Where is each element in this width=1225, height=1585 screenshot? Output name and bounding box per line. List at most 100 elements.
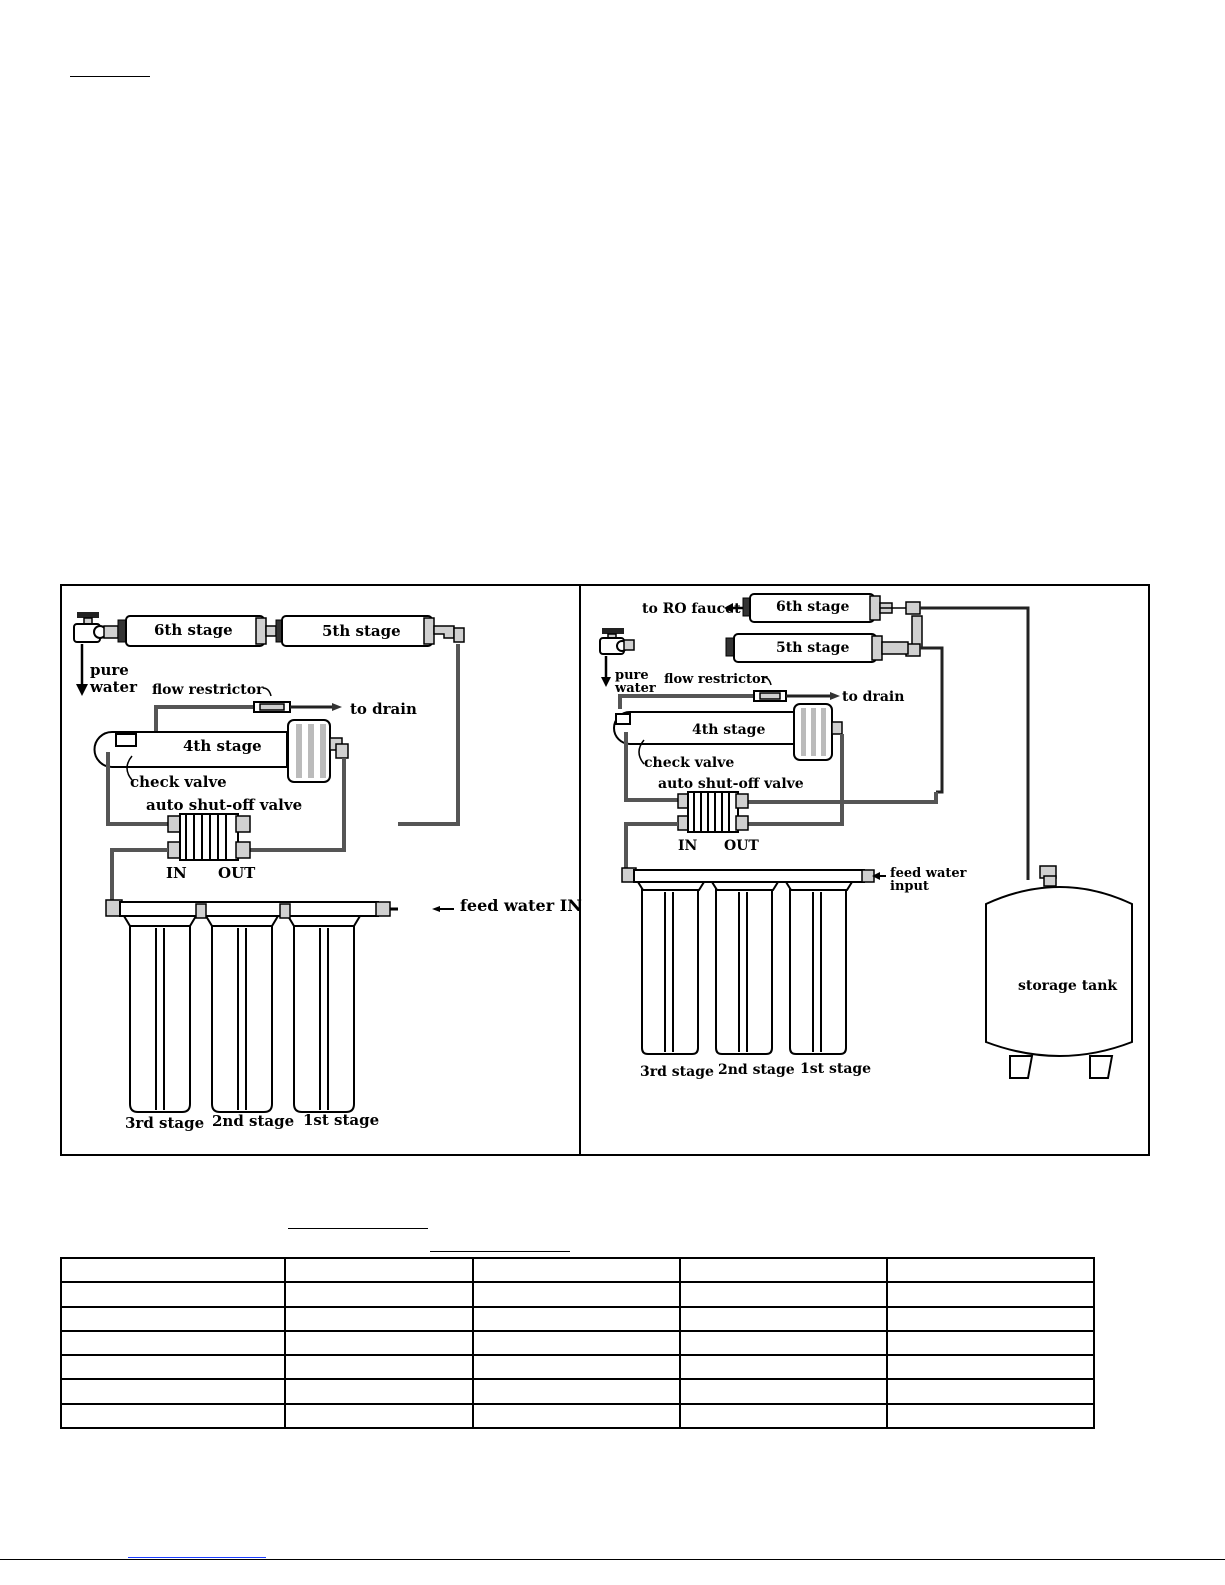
table-row	[60, 1402, 1095, 1430]
left-stage5-label: 5th stage	[322, 622, 401, 640]
table-cell	[284, 1305, 474, 1332]
footer-link-underline[interactable]	[128, 1557, 266, 1558]
left-pure-label: pure	[90, 661, 129, 679]
right-water-label: water	[614, 681, 656, 696]
left-stage5-cartridge	[275, 615, 465, 647]
table-cell	[60, 1378, 286, 1405]
left-pipe-check-to-valve	[106, 752, 168, 826]
heading-underline	[70, 76, 150, 77]
right-flow-restrictor-pointer	[762, 676, 772, 686]
right-prefilter-block	[621, 867, 875, 1055]
table-row	[60, 1256, 1095, 1284]
left-feed-water-arrow	[432, 906, 454, 912]
right-storage-tank-label: storage tank	[1018, 978, 1117, 994]
ro-system-diagrams: pure water 6th stage 5th stage	[60, 584, 1150, 1156]
left-stage6-cartridge	[117, 615, 277, 647]
caption-underline-1	[288, 1228, 428, 1229]
table-cell	[284, 1378, 474, 1405]
left-flow-restrictor-label: flow restrictor	[152, 682, 264, 698]
right-stage1-label: 1st stage	[800, 1061, 871, 1077]
right-feed-water-arrow	[872, 872, 886, 880]
right-stage6-label: 6th stage	[776, 599, 849, 615]
left-water-label: water	[89, 678, 138, 696]
table-cell	[886, 1281, 1095, 1308]
table-row	[60, 1305, 1095, 1332]
left-stage4-housing	[93, 719, 349, 783]
table-cell	[472, 1378, 681, 1405]
left-flow-restrictor	[154, 701, 342, 732]
right-pipe-valve-to-3rd	[624, 822, 678, 870]
parts-table	[60, 1256, 1095, 1430]
table-cell	[886, 1329, 1095, 1357]
table-row	[60, 1354, 1095, 1381]
table-cell	[679, 1378, 888, 1405]
caption-underline-2	[430, 1251, 570, 1252]
right-check-valve-label: check valve	[644, 755, 734, 771]
right-to-ro-faucet-label: to RO faucet	[642, 601, 741, 617]
table-cell	[284, 1281, 474, 1308]
right-pure-water-arrow	[601, 656, 611, 687]
right-stage2-label: 2nd stage	[718, 1062, 795, 1078]
table-cell	[60, 1305, 286, 1332]
right-to-drain-label: to drain	[842, 689, 904, 705]
left-check-valve-label: check valve	[130, 773, 227, 791]
left-stage3-label: 3rd stage	[125, 1114, 204, 1132]
left-pipe-4th-out	[236, 758, 346, 852]
table-cell	[679, 1329, 888, 1357]
footer-rule	[0, 1559, 1225, 1560]
table-cell	[60, 1354, 286, 1381]
right-flow-restrictor-label: flow restrictor	[664, 672, 768, 687]
left-faucet-icon	[73, 612, 119, 643]
right-feed-water-label-1: feed water	[890, 866, 967, 881]
table-cell	[886, 1378, 1095, 1405]
left-to-drain-label: to drain	[350, 700, 417, 718]
right-check-valve-pointer	[638, 739, 645, 765]
left-prefilter-block	[105, 899, 398, 1113]
table-cell	[60, 1402, 286, 1430]
left-stage1-label: 1st stage	[303, 1111, 379, 1129]
right-stage4-label: 4th stage	[692, 722, 765, 738]
right-storage-tank	[985, 865, 1133, 1079]
table-cell	[472, 1256, 681, 1284]
left-pipe-valve-to-3rd	[110, 848, 168, 902]
table-cell	[284, 1402, 474, 1430]
table-cell	[284, 1329, 474, 1357]
right-flow-restrictor	[618, 690, 840, 709]
right-pipe-5th-to-valve	[746, 792, 938, 804]
left-pipe-5th-to-valve	[398, 644, 460, 826]
table-cell	[679, 1281, 888, 1308]
table-cell	[886, 1256, 1095, 1284]
right-stage4-housing	[613, 703, 843, 761]
table-cell	[284, 1354, 474, 1381]
diagram-svg: pure water 6th stage 5th stage	[60, 584, 1150, 1156]
table-cell	[679, 1354, 888, 1381]
right-stage6-cartridge	[742, 593, 1030, 880]
table-cell	[886, 1402, 1095, 1430]
right-pure-label: pure	[615, 668, 649, 683]
right-in-label: IN	[678, 838, 698, 854]
table-cell	[886, 1354, 1095, 1381]
table-cell	[472, 1329, 681, 1357]
table-cell	[472, 1281, 681, 1308]
left-auto-shutoff-valve	[167, 813, 251, 861]
left-out-label: OUT	[218, 864, 256, 882]
left-pure-water-arrow	[76, 644, 88, 696]
table-cell	[679, 1256, 888, 1284]
table-row	[60, 1378, 1095, 1405]
table-cell	[679, 1305, 888, 1332]
left-auto-shutoff-label: auto shut-off valve	[146, 796, 302, 814]
table-cell	[60, 1329, 286, 1357]
left-in-label: IN	[166, 864, 187, 882]
table-row	[60, 1329, 1095, 1357]
right-stage5-label: 5th stage	[776, 640, 849, 656]
right-auto-shutoff-label: auto shut-off valve	[658, 776, 804, 792]
right-to-ro-faucet-arrow	[724, 603, 743, 613]
table-cell	[60, 1256, 286, 1284]
table-row	[60, 1281, 1095, 1308]
table-cell	[472, 1354, 681, 1381]
left-panel: pure water 6th stage 5th stage	[73, 612, 582, 1132]
left-check-valve-pointer	[126, 755, 133, 781]
right-feed-water-label-2: input	[890, 879, 929, 894]
left-stage4-label: 4th stage	[183, 737, 262, 755]
right-faucet-icon	[599, 628, 635, 655]
